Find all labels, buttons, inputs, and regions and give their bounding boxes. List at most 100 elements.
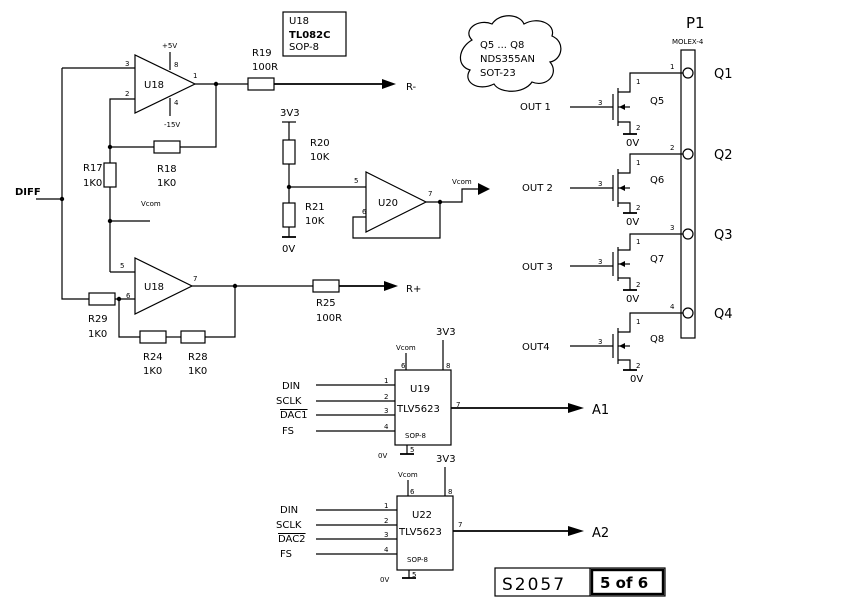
ic-note-package: SOP-8 bbox=[289, 42, 319, 53]
dac-u22: Vcom 3V3 U22 TLV5623 SOP-8 6 8 1 2 3 4 D… bbox=[276, 454, 609, 584]
q8-ref: Q8 bbox=[650, 334, 664, 345]
u22-pin-6: 6 bbox=[410, 488, 415, 496]
connector-output-q4: Q4 bbox=[714, 307, 733, 322]
u20-triangle bbox=[365, 171, 428, 233]
u19-pin-1: 1 bbox=[384, 377, 388, 385]
r-plus-arrow bbox=[384, 281, 398, 291]
opamp-u18-top: U18 +5V -15V 3 2 1 8 4 bbox=[107, 42, 248, 163]
u19-vcom-label: Vcom bbox=[396, 344, 416, 352]
r25-body bbox=[312, 279, 340, 293]
ic-note-box bbox=[282, 11, 347, 57]
q7-source-lead bbox=[618, 277, 631, 290]
divider-supply-label: 3V3 bbox=[280, 108, 300, 119]
u19-in-dac: DAC1 bbox=[280, 410, 308, 421]
u20-ref: U20 bbox=[378, 198, 398, 209]
q8-pin-source: 2 bbox=[636, 362, 640, 370]
u18-top-pin-2: 2 bbox=[125, 90, 129, 98]
r-plus-label: R+ bbox=[406, 284, 421, 295]
r29-body bbox=[88, 292, 116, 306]
q7-pin-gate: 3 bbox=[598, 258, 602, 266]
u22-in-din: DIN bbox=[280, 505, 298, 516]
q7-drain-wire bbox=[629, 233, 683, 245]
drawing-number: S2057 bbox=[502, 575, 566, 595]
r20-body bbox=[282, 139, 296, 165]
r28-right-wire bbox=[205, 286, 236, 338]
q6-pin-source: 2 bbox=[636, 204, 640, 212]
r29-value: 1K0 bbox=[88, 329, 107, 340]
r19-value: 100R bbox=[252, 62, 278, 73]
u19-in-fs: FS bbox=[282, 426, 294, 437]
q8-drain-lead bbox=[618, 326, 631, 333]
ic-note-part: TL082C bbox=[289, 30, 330, 41]
r17-body bbox=[103, 162, 117, 188]
r18-value: 1K0 bbox=[157, 178, 176, 189]
u18-top-pin-8: 8 bbox=[174, 61, 178, 69]
connector-pin-num-2: 2 bbox=[670, 144, 674, 152]
u18-top-inv-wire bbox=[109, 98, 135, 163]
q7-pin-drain: 1 bbox=[636, 238, 640, 246]
diff-bus bbox=[61, 68, 89, 300]
u22-package: SOP-8 bbox=[407, 556, 428, 564]
u18-bottom-pin-5: 5 bbox=[120, 262, 124, 270]
u22-out-label: A2 bbox=[592, 526, 609, 541]
connector-ref: P1 bbox=[686, 14, 705, 32]
r21-body bbox=[282, 202, 296, 228]
mosfet-q7: OUT 3 Q7 0V 3 1 2 bbox=[522, 233, 683, 305]
cloud-outline bbox=[459, 15, 562, 92]
q7-ref: Q7 bbox=[650, 254, 664, 265]
ic-note: U18 TL082C SOP-8 bbox=[282, 11, 347, 57]
u20-out-junction bbox=[437, 199, 443, 205]
connector-output-q3: Q3 bbox=[714, 228, 733, 243]
u22-pin-1: 1 bbox=[384, 502, 388, 510]
u19-pin-8: 8 bbox=[446, 362, 450, 370]
q6-body-arrow bbox=[619, 185, 625, 191]
resistor-r28: R28 1K0 bbox=[180, 330, 208, 377]
q6-drain-wire bbox=[629, 153, 683, 167]
u18-bottom-ref: U18 bbox=[144, 282, 164, 293]
r-minus-arrow bbox=[382, 79, 396, 89]
resistor-r24: R24 1K0 bbox=[139, 330, 167, 377]
r24-left-wire bbox=[118, 299, 140, 338]
connector-output-q2: Q2 bbox=[714, 148, 733, 163]
r20-ref: R20 bbox=[310, 138, 330, 149]
q8-pin-drain: 1 bbox=[636, 318, 640, 326]
q8-gnd-label: 0V bbox=[630, 374, 643, 385]
q8-body-arrow bbox=[619, 343, 625, 349]
q6-gnd-label: 0V bbox=[626, 217, 639, 228]
connector-pin-num-1: 1 bbox=[670, 63, 674, 71]
q8-pin-gate: 3 bbox=[598, 338, 602, 346]
dac-u19: Vcom 3V3 U19 TLV5623 SOP-8 6 8 1 2 3 4 D… bbox=[276, 327, 609, 460]
resistor-r29: R29 1K0 bbox=[88, 292, 116, 340]
resistor-r19: R19 100R R- bbox=[247, 48, 417, 93]
u19-package: SOP-8 bbox=[405, 432, 426, 440]
r24-value: 1K0 bbox=[143, 366, 162, 377]
u20-pin-5: 5 bbox=[354, 177, 358, 185]
u19-out-label: A1 bbox=[592, 403, 609, 418]
connector-p1: P1 MOLEX-4 Q1 Q2 Q3 Q4 1 2 3 4 bbox=[670, 14, 733, 339]
u18-top-supply-neg: -15V bbox=[164, 121, 180, 129]
u19-pin-5: 5 bbox=[410, 446, 414, 454]
u22-in-sclk: SCLK bbox=[276, 520, 302, 531]
u18-bottom-neg-junction bbox=[116, 296, 122, 302]
r18-right-wire bbox=[180, 84, 217, 148]
connector-pin-num-4: 4 bbox=[670, 303, 675, 311]
u19-pin-2: 2 bbox=[384, 393, 388, 401]
u22-in-fs: FS bbox=[280, 549, 292, 560]
u18-top-pin-1: 1 bbox=[193, 72, 197, 80]
u19-out-arrow bbox=[568, 403, 584, 413]
mosfet-q6: OUT 2 Q6 0V 3 1 2 bbox=[522, 153, 683, 228]
mosfet-q5: OUT 1 Q5 0V 3 1 2 bbox=[520, 72, 683, 149]
q5-pin-source: 2 bbox=[636, 124, 640, 132]
r18-body bbox=[153, 140, 181, 154]
u19-pin-4: 4 bbox=[384, 423, 389, 431]
q6-pin-drain: 1 bbox=[636, 159, 640, 167]
connector-body bbox=[680, 49, 696, 339]
u19-part: TLV5623 bbox=[396, 404, 440, 415]
title-block-frame bbox=[494, 567, 666, 597]
u20-out-label: Vcom bbox=[452, 178, 472, 186]
vcom-divider: 3V3 R20 10K R21 10K 0V bbox=[280, 108, 366, 255]
r28-body bbox=[180, 330, 206, 344]
q6-ref: Q6 bbox=[650, 175, 664, 186]
q5-body-arrow bbox=[619, 104, 625, 110]
